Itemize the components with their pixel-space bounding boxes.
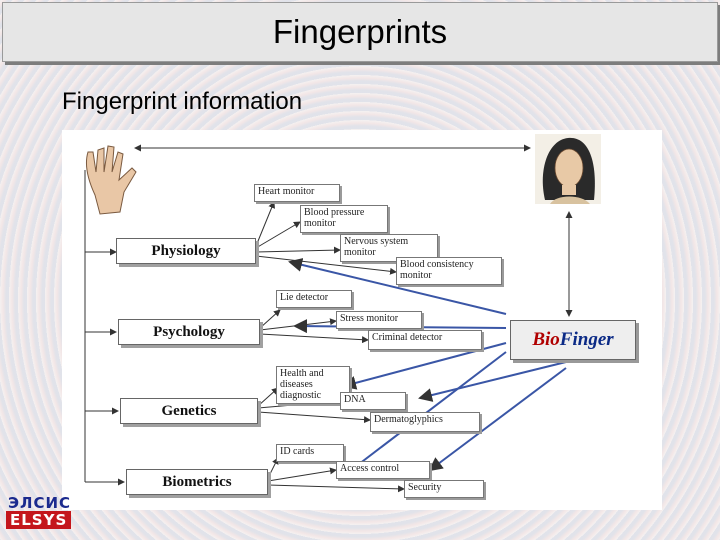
app-security: Security xyxy=(404,480,484,498)
face-icon xyxy=(535,134,601,204)
category-genetics: Genetics xyxy=(120,398,258,424)
slide-title: Fingerprints xyxy=(272,13,448,50)
app-access-control: Access control xyxy=(336,461,430,479)
app-health-diagnostic: Health and diseases diagnostic xyxy=(276,366,350,404)
app-heart-monitor: Heart monitor xyxy=(254,184,340,202)
app-blood-consistency-monitor: Blood consistency monitor xyxy=(396,257,502,285)
app-criminal-detector: Criminal detector xyxy=(368,330,482,350)
logo-line-latin: ELSYS xyxy=(6,511,72,529)
elsys-logo: ЭЛСИС ELSYS xyxy=(6,494,80,532)
slide-subtitle: Fingerprint information xyxy=(62,88,303,115)
app-stress-monitor: Stress monitor xyxy=(336,311,422,329)
biofinger-part2: Finger xyxy=(559,329,614,350)
app-id-cards: ID cards xyxy=(276,444,344,462)
category-biometrics: Biometrics xyxy=(126,469,268,495)
app-blood-pressure-monitor: Blood pressure monitor xyxy=(300,205,388,233)
app-dna: DNA xyxy=(340,392,406,410)
biofinger-part1: Bio xyxy=(532,329,560,350)
logo-line-cyrillic: ЭЛСИС xyxy=(8,494,72,512)
title-bar: Fingerprints xyxy=(2,2,718,62)
app-dermatoglyphics: Dermatoglyphics xyxy=(370,412,480,432)
hand-icon xyxy=(85,145,137,215)
app-lie-detector: Lie detector xyxy=(276,290,352,308)
biofinger-hub: BioFinger xyxy=(510,320,636,360)
category-psychology: Psychology xyxy=(118,319,260,345)
category-physiology: Physiology xyxy=(116,238,256,264)
